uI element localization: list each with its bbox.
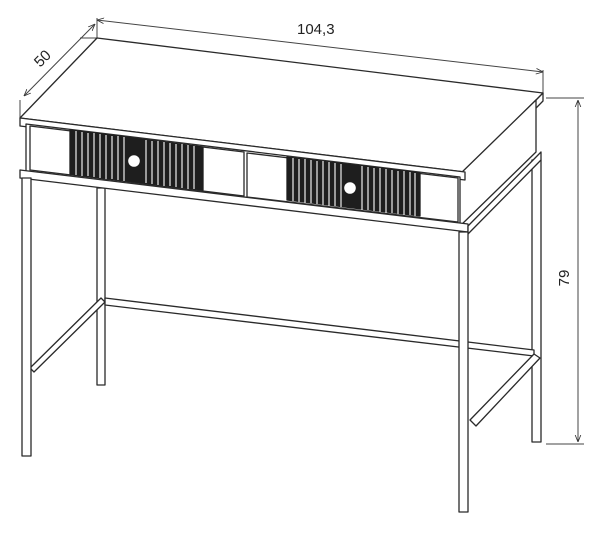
depth-label: 50 [31, 47, 55, 71]
round-knob-icon [126, 153, 142, 169]
base-frame-rear [29, 297, 541, 427]
depth-dimension [19, 24, 97, 118]
width-label: 104,3 [297, 21, 335, 38]
height-dimension [546, 97, 584, 445]
width-dim-line [97, 20, 543, 72]
left-drawer [29, 125, 245, 197]
height-label: 79 [556, 270, 573, 287]
desk [19, 37, 544, 513]
width-dimension [96, 18, 544, 94]
round-knob-icon [342, 180, 358, 196]
side-rail [467, 151, 542, 235]
front-legs [21, 177, 469, 513]
right-drawer [246, 152, 459, 223]
depth-dim-line [24, 24, 95, 96]
